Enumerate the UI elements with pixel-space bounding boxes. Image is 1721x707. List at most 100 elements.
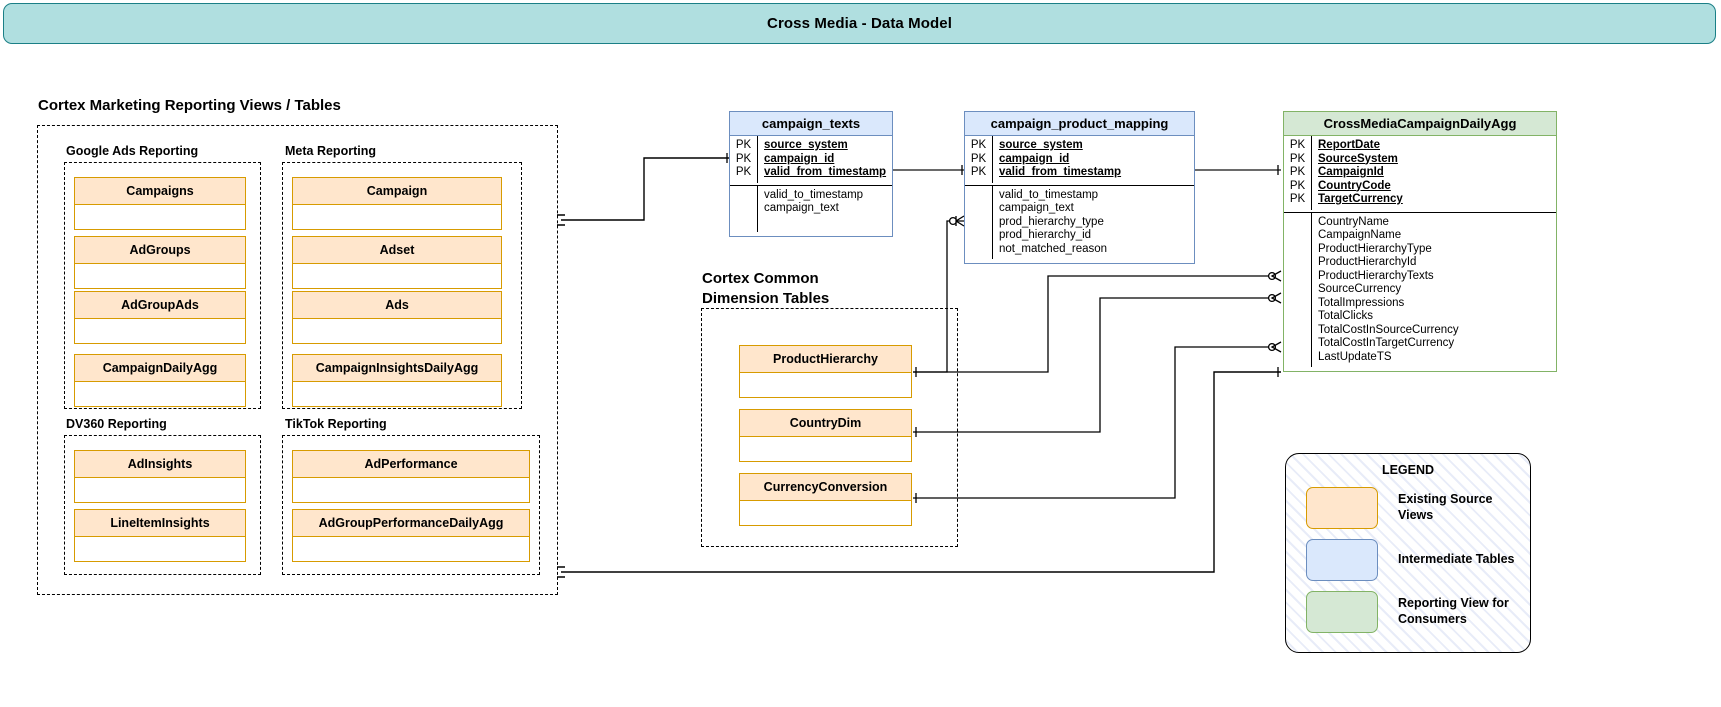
source-view-body [75, 478, 245, 502]
attr-field: ProductHierarchyType [1318, 242, 1432, 255]
source-view-title: Adset [293, 237, 501, 264]
source-view-meta-campaigninsightsdailyagg[interactable]: CampaignInsightsDailyAgg [292, 354, 502, 407]
pk-field: valid_from_timestamp [999, 166, 1122, 178]
legend-swatch-orange [1306, 487, 1378, 529]
dimension-table-producthierarchy[interactable]: ProductHierarchy [739, 345, 912, 398]
attr-field: not_matched_reason [999, 242, 1108, 255]
attr-names: valid_to_timestamp campaign_text [757, 185, 892, 232]
er-attributes: CountryName CampaignName ProductHierarch… [1284, 212, 1556, 372]
source-view-title: AdPerformance [293, 451, 529, 478]
legend-panel: LEGEND Existing Source Views Intermediat… [1285, 453, 1531, 653]
dv360-group-label: DV360 Reporting [66, 417, 167, 431]
source-view-body [75, 264, 245, 288]
source-view-title: CampaignDailyAgg [75, 355, 245, 382]
source-view-meta-adset[interactable]: Adset [292, 236, 502, 289]
attr-names: CountryName CampaignName ProductHierarch… [1311, 212, 1556, 367]
er-attributes: valid_to_timestamp campaign_text [730, 185, 892, 237]
source-view-campaigndailyagg[interactable]: CampaignDailyAgg [74, 354, 246, 407]
source-view-adperformance[interactable]: AdPerformance [292, 450, 530, 503]
legend-swatch-blue [1306, 539, 1378, 581]
source-view-title: AdGroups [75, 237, 245, 264]
source-view-adinsights[interactable]: AdInsights [74, 450, 246, 503]
attr-field: prod_hierarchy_type [999, 215, 1104, 228]
source-view-title: CampaignInsightsDailyAgg [293, 355, 501, 382]
legend-item-reporting-view: Reporting View for Consumers [1306, 591, 1530, 633]
source-view-title: Ads [293, 292, 501, 319]
meta-group [282, 162, 522, 409]
er-table-title: campaign_texts [730, 112, 892, 136]
page-title: Cross Media - Data Model [767, 15, 952, 32]
source-view-title: ProductHierarchy [740, 346, 911, 373]
pk-field: source_system [999, 139, 1083, 151]
source-view-body [293, 319, 501, 343]
pk-names: ReportDate SourceSystem CampaignId Count… [1311, 136, 1556, 210]
attr-field: TotalCostInSourceCurrency [1318, 323, 1459, 336]
er-table-title: campaign_product_mapping [965, 112, 1194, 136]
pk-names: source_system campaign_id valid_from_tim… [992, 136, 1194, 183]
attr-field: campaign_text [764, 202, 839, 214]
source-view-adgroupads[interactable]: AdGroupAds [74, 291, 246, 344]
attr-field: TotalClicks [1318, 310, 1373, 322]
tiktok-group-label: TikTok Reporting [285, 417, 387, 431]
page-title-banner: Cross Media - Data Model [3, 3, 1716, 44]
attr-field: valid_to_timestamp [764, 188, 864, 201]
source-view-meta-ads[interactable]: Ads [292, 291, 502, 344]
source-view-title: AdInsights [75, 451, 245, 478]
source-view-campaigns[interactable]: Campaigns [74, 177, 246, 230]
source-view-body [293, 382, 501, 406]
attr-markers [1284, 213, 1311, 368]
meta-group-label: Meta Reporting [285, 144, 376, 158]
pk-field: campaign_id [999, 152, 1070, 165]
legend-title: LEGEND [1381, 463, 1435, 477]
attr-field: TotalImpressions [1318, 296, 1405, 309]
legend-item-intermediate-tables: Intermediate Tables [1306, 539, 1530, 581]
common-dimension-group [701, 308, 958, 547]
source-view-title: CountryDim [740, 410, 911, 437]
source-view-adgroups[interactable]: AdGroups [74, 236, 246, 289]
source-view-body [293, 264, 501, 288]
source-view-body [293, 478, 529, 502]
cortex-marketing-group [37, 125, 558, 595]
pk-field: TargetCurrency [1318, 193, 1403, 205]
attr-field: ProductHierarchyId [1318, 256, 1417, 268]
dv360-group [64, 435, 261, 575]
common-dimension-section-title: Cortex Common Dimension Tables [702, 270, 830, 308]
attr-markers [965, 186, 992, 260]
pk-field: CountryCode [1318, 179, 1391, 192]
pk-field: CampaignId [1318, 166, 1384, 178]
legend-item-existing-source-views: Existing Source Views [1306, 487, 1530, 529]
google-ads-group [64, 162, 261, 409]
source-view-title: Campaign [293, 178, 501, 205]
dimension-table-countrydim[interactable]: CountryDim [739, 409, 912, 462]
pk-field: ReportDate [1318, 139, 1380, 151]
source-view-lineiteminsights[interactable]: LineItemInsights [74, 509, 246, 562]
legend-swatch-green [1306, 591, 1378, 633]
source-view-body [75, 537, 245, 561]
attr-markers [730, 186, 757, 233]
source-view-body [293, 537, 529, 561]
source-view-title: CurrencyConversion [740, 474, 911, 501]
attr-names: valid_to_timestamp campaign_text prod_hi… [992, 185, 1194, 259]
pk-field: source_system [764, 139, 848, 151]
source-view-title: AdGroupPerformanceDailyAgg [293, 510, 529, 537]
source-view-body [75, 205, 245, 229]
source-view-meta-campaign[interactable]: Campaign [292, 177, 502, 230]
attr-field: TotalCostInTargetCurrency [1318, 337, 1455, 349]
source-view-adgroupperformancedailyagg[interactable]: AdGroupPerformanceDailyAgg [292, 509, 530, 562]
source-view-title: AdGroupAds [75, 292, 245, 319]
attr-field: campaign_text [999, 202, 1074, 214]
pk-names: source_system campaign_id valid_from_tim… [757, 136, 892, 183]
pk-field: campaign_id [764, 152, 835, 165]
attr-field: ProductHierarchyTexts [1318, 269, 1434, 282]
dimension-table-currencyconversion[interactable]: CurrencyConversion [739, 473, 912, 526]
source-view-title: Campaigns [75, 178, 245, 205]
source-view-body [293, 205, 501, 229]
